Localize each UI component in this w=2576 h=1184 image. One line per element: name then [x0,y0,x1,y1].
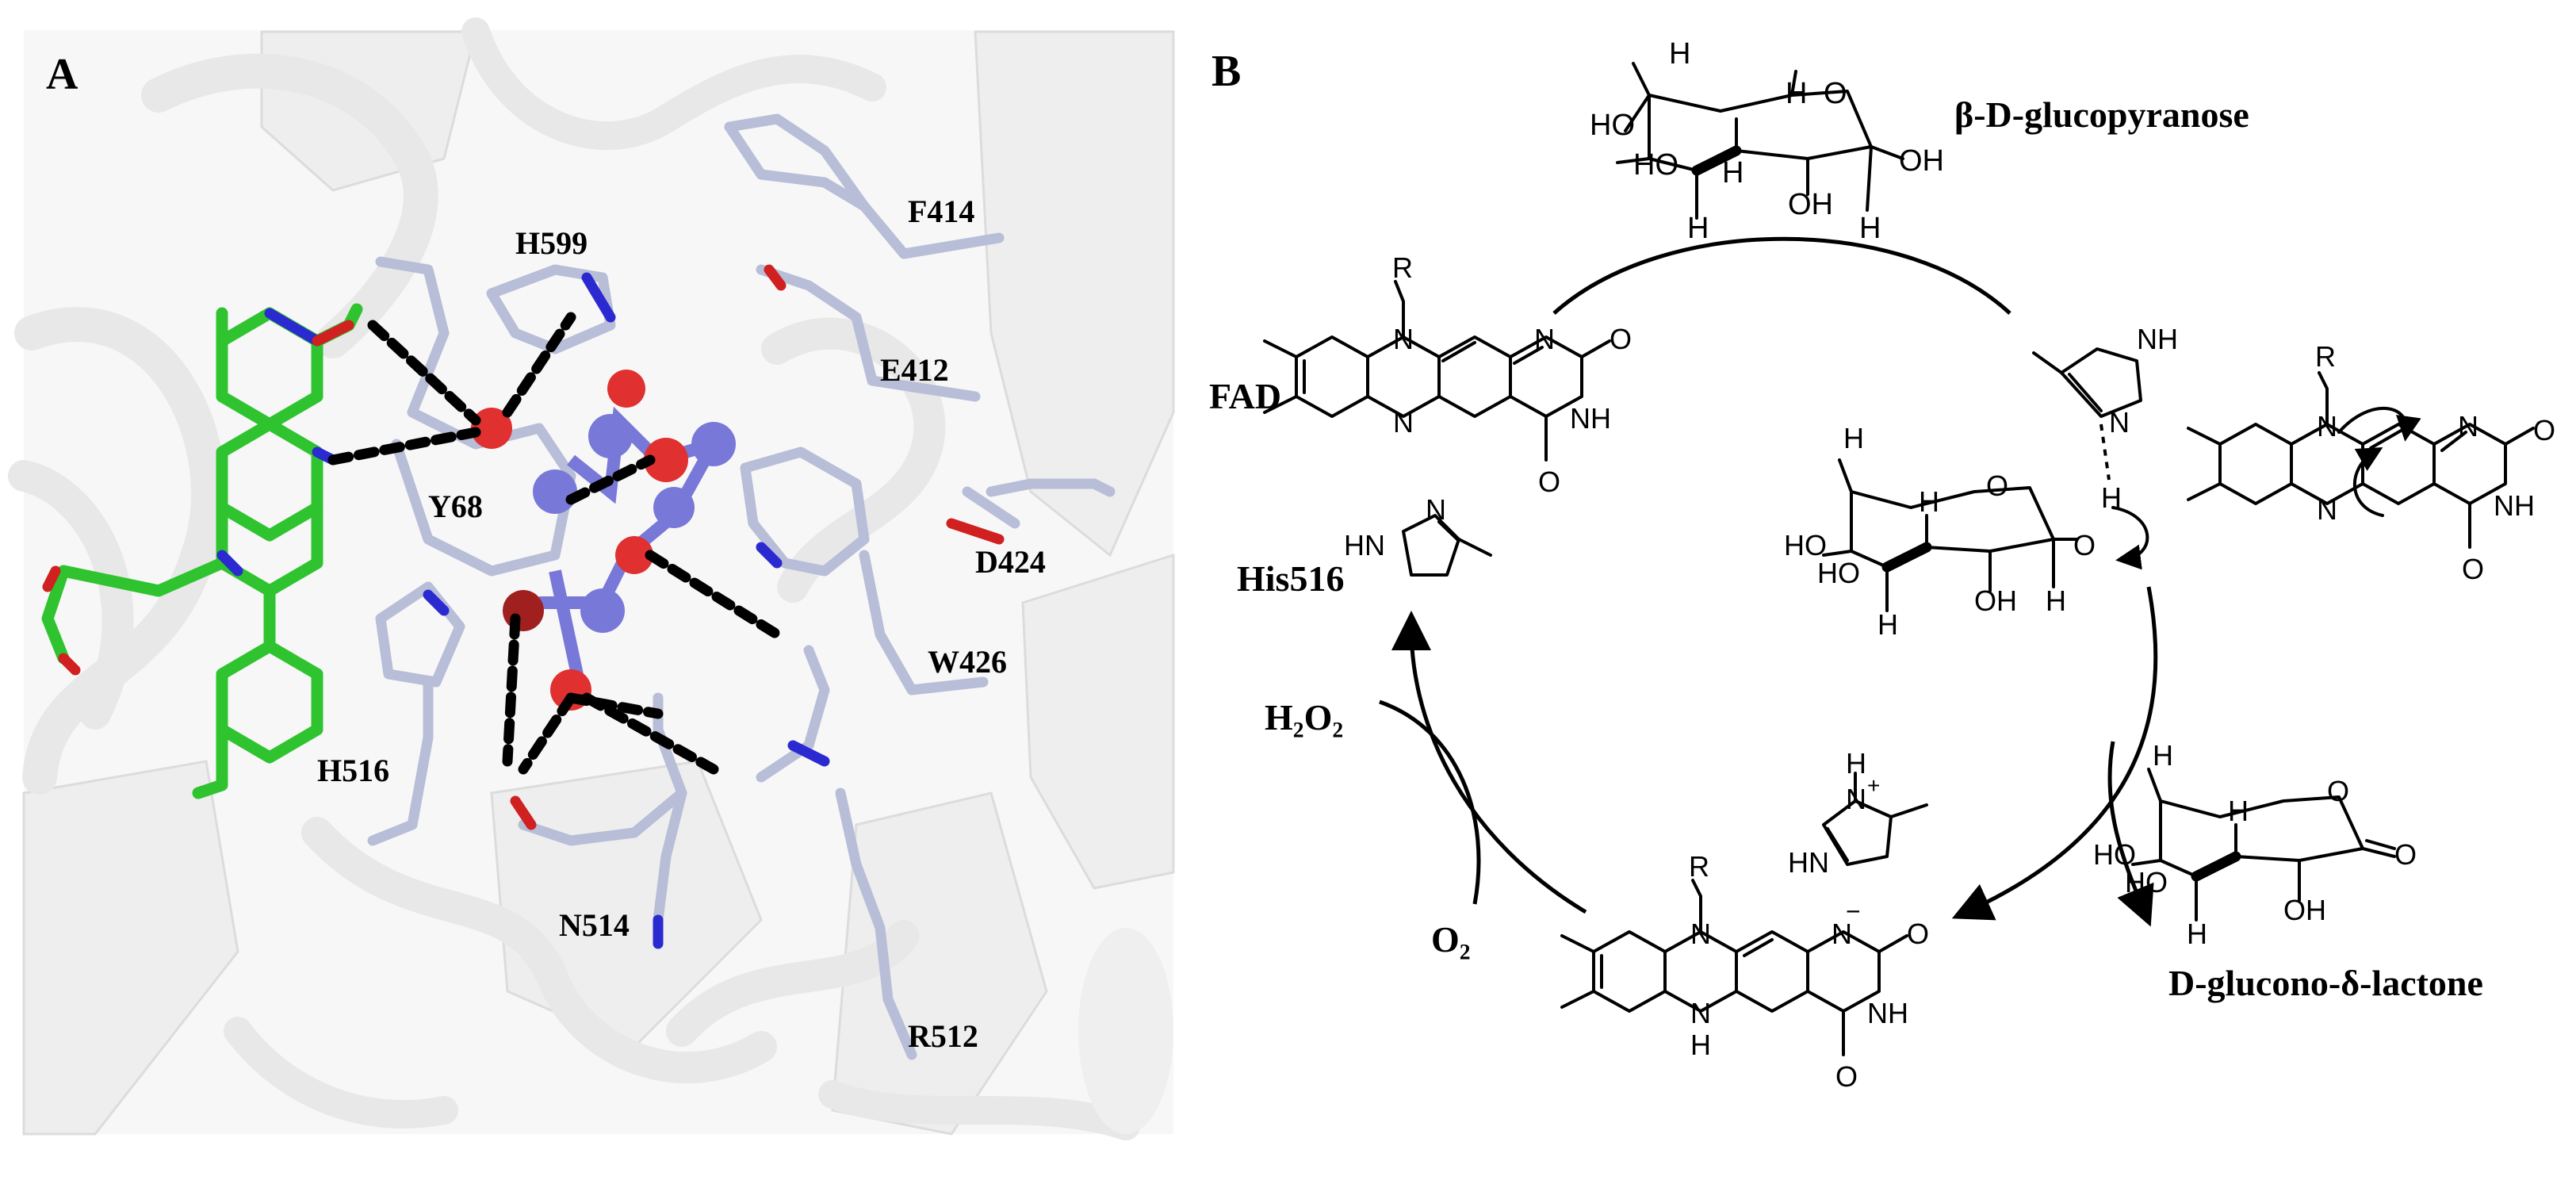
svg-text:R: R [2315,340,2336,373]
hydrogen-bonds [327,312,783,775]
glucopyranose-label: β-D-glucopyranose [1954,94,2249,135]
svg-text:−: − [1846,897,1861,925]
svg-text:N: N [2109,406,2130,439]
svg-text:H: H [1877,608,1898,641]
svg-text:N: N [1690,997,1711,1029]
svg-text:N: N [1426,493,1446,526]
svg-text:O: O [1824,77,1847,110]
svg-text:HO: HO [1633,148,1678,182]
svg-text:O: O [1610,323,1632,355]
residue-label-d424: D424 [975,544,1046,580]
fad-oxidized-structure: R N N O NH O N FAD [1209,251,1632,498]
h2o2-label: H₂O₂ [1265,697,1343,738]
svg-text:HO: HO [1590,109,1635,142]
svg-text:R: R [1392,251,1413,284]
residue-label-h516: H516 [317,753,389,788]
svg-text:HO: HO [1784,529,1827,561]
svg-text:H: H [1846,747,1866,780]
svg-text:H: H [1669,37,1690,71]
svg-text:H: H [2046,584,2066,617]
svg-text:O: O [1907,918,1929,950]
fad-label: FAD [1209,376,1281,416]
residue-label-y68: Y68 [428,489,483,524]
svg-text:H: H [1722,156,1743,190]
svg-text:N: N [1690,918,1711,950]
svg-text:N: N [1846,783,1866,815]
transition-state-structure: NH N H H HO HO H H O OH H O R N [1784,323,2555,641]
svg-text:H: H [2228,795,2249,827]
svg-text:O: O [2327,775,2349,807]
svg-text:O: O [2462,553,2484,585]
svg-text:O: O [1538,466,1560,498]
svg-text:NH: NH [2137,323,2178,355]
svg-text:N: N [2317,410,2337,443]
svg-text:HN: HN [1788,846,1829,879]
residue-label-h599: H599 [515,225,588,261]
svg-text:OH: OH [2283,894,2326,926]
svg-text:NH: NH [2494,489,2535,522]
svg-text:N: N [2317,493,2337,526]
panel-b-label: B [1211,47,1241,96]
substrate-ball-and-stick [471,370,736,711]
svg-text:+: + [1867,773,1880,798]
residue-label-w426: W426 [928,644,1007,680]
svg-text:H: H [1687,212,1709,245]
svg-text:H: H [1859,212,1881,245]
lactone-structure: H HO HO H H O OH O D-glucono-δ-lactone [2093,739,2483,1003]
svg-text:H: H [2153,739,2173,772]
svg-text:N: N [2458,410,2478,443]
residue-label-f414: F414 [908,194,974,229]
svg-text:OH: OH [1788,188,1833,221]
residue-label-e412: E412 [880,352,949,388]
svg-text:H: H [1690,1029,1711,1061]
svg-text:O: O [2073,529,2096,561]
his516-label: His516 [1237,558,1344,599]
svg-text:N: N [1832,918,1852,950]
svg-text:NH: NH [1867,997,1908,1029]
residue-label-r512: R512 [908,1018,978,1054]
fad-molecule-model [41,303,363,799]
svg-text:H: H [1919,485,1939,518]
svg-text:OH: OH [1974,584,2017,617]
panel-a: A H599 F414 E412 Y68 D424 W426 H516 N514… [8,17,1175,1140]
svg-text:N: N [1393,406,1414,439]
his516-structure: HN N His516 [1237,493,1492,599]
svg-text:O: O [1835,1060,1858,1093]
residue-label-n514: N514 [559,907,630,943]
catalytic-cycle-arrows [1379,236,2158,927]
svg-text:R: R [1689,850,1709,883]
svg-text:O: O [2394,838,2417,871]
o2-label: O₂ [1431,919,1471,960]
svg-text:HO: HO [2093,838,2136,871]
svg-text:OH: OH [1899,144,1944,178]
svg-text:N: N [1534,323,1555,355]
protonated-his-structure: H N + HN [1788,747,1928,879]
svg-text:H: H [1786,77,1807,110]
svg-text:HN: HN [1344,529,1385,561]
svg-text:H: H [2187,918,2207,950]
svg-text:HO: HO [1817,557,1860,589]
svg-text:O: O [2533,414,2555,446]
svg-text:NH: NH [1570,402,1611,435]
fad-reduced-structure: R N N − O NH O N H [1560,850,1929,1093]
svg-text:O: O [1986,469,2008,502]
panel-a-label: A [46,50,78,99]
svg-text:N: N [1393,323,1414,355]
panel-b: B H HO HO H H H O OH H OH β-D-glucopyran… [1209,37,2555,1093]
svg-text:H: H [1843,422,1864,454]
lactone-label: D-glucono-δ-lactone [2168,963,2483,1003]
glucopyranose-structure: H HO HO H H H O OH H OH β-D-glucopyranos… [1590,37,2249,245]
residue-sticks [367,113,1116,1060]
